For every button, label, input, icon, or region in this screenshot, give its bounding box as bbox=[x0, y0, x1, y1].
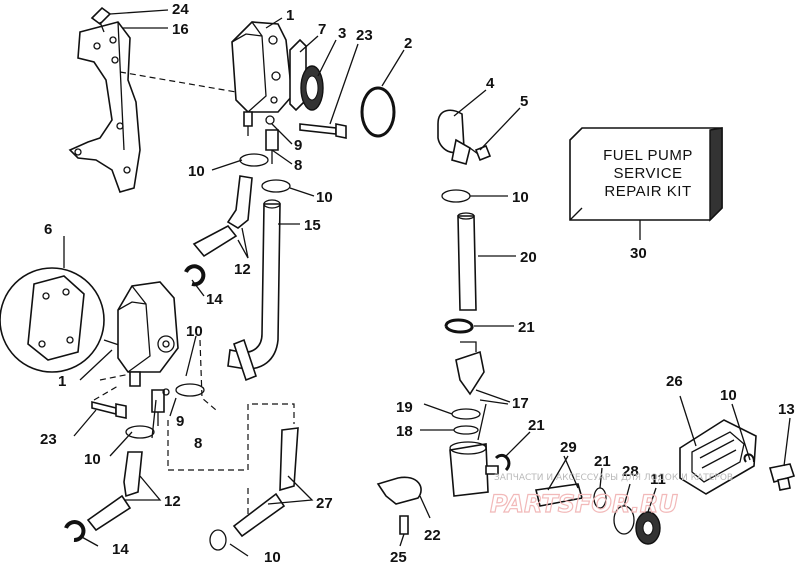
callout-15: 15 bbox=[304, 217, 321, 234]
hose-clamp bbox=[239, 153, 269, 167]
hose-elbow-lower bbox=[233, 338, 257, 382]
callout-23: 23 bbox=[40, 431, 57, 448]
callout-17: 17 bbox=[512, 395, 529, 412]
strap-screw bbox=[399, 515, 409, 535]
callout-9: 9 bbox=[294, 137, 302, 154]
callout-14: 14 bbox=[206, 291, 223, 308]
callout-12: 12 bbox=[164, 493, 181, 510]
connector-housing bbox=[449, 441, 499, 497]
o-ring-19 bbox=[451, 408, 481, 420]
hose-clamp bbox=[175, 383, 205, 397]
o-ring-large bbox=[360, 86, 396, 138]
callout-29: 29 bbox=[560, 439, 577, 456]
elbow-fitting-upper bbox=[265, 115, 279, 164]
watermark: ЗАПЧАСТИ И АКСЕССУАРЫ ДЛЯ ЛОДОК И КАТЕРО… bbox=[489, 473, 733, 519]
callout-18: 18 bbox=[396, 423, 413, 440]
callout-numbers: 24 16 1 7 3 23 2 4 5 9 8 10 10 10 15 12 … bbox=[40, 1, 795, 565]
detail-gasket-inset bbox=[0, 267, 123, 373]
callout-6: 6 bbox=[44, 221, 52, 238]
callout-1: 1 bbox=[286, 7, 294, 24]
callout-10: 10 bbox=[512, 189, 529, 206]
callout-14: 14 bbox=[112, 541, 129, 558]
callout-10: 10 bbox=[316, 189, 333, 206]
barb-fitting bbox=[768, 463, 796, 491]
mounting-bracket bbox=[68, 21, 141, 193]
leader-lines bbox=[63, 9, 791, 557]
elbow-fitting-lower bbox=[151, 388, 170, 426]
grommet-11 bbox=[635, 511, 661, 545]
hose-short-lower bbox=[123, 451, 143, 498]
callout-21: 21 bbox=[594, 453, 611, 470]
callout-27: 27 bbox=[316, 495, 333, 512]
callout-26: 26 bbox=[666, 373, 683, 390]
repair-kit-box: FUEL PUMP SERVICE REPAIR KIT bbox=[569, 127, 723, 222]
hose-long bbox=[227, 203, 281, 370]
hose-short-lower-2 bbox=[86, 494, 132, 532]
callout-21: 21 bbox=[528, 417, 545, 434]
callout-9: 9 bbox=[176, 413, 184, 430]
callout-8: 8 bbox=[294, 157, 302, 174]
callout-8: 8 bbox=[194, 435, 202, 452]
pump-screw-lower bbox=[91, 400, 127, 419]
callout-30: 30 bbox=[630, 245, 647, 262]
watermark-small: ЗАПЧАСТИ И АКСЕССУАРЫ ДЛЯ ЛОДОК И КАТЕРО… bbox=[494, 473, 733, 483]
hose-short-upper bbox=[226, 175, 253, 229]
pump-screw-upper bbox=[299, 123, 347, 139]
hose-clamp bbox=[441, 189, 471, 203]
callout-4: 4 bbox=[486, 75, 495, 92]
callout-1: 1 bbox=[58, 373, 66, 390]
hose-short-upper-2 bbox=[192, 224, 238, 258]
clip-21-b bbox=[494, 453, 511, 472]
hose-27-lower bbox=[232, 492, 286, 538]
callout-19: 19 bbox=[396, 399, 413, 416]
callout-12: 12 bbox=[234, 261, 251, 278]
callout-22: 22 bbox=[424, 527, 441, 544]
hose-29 bbox=[535, 483, 584, 507]
clip-upper bbox=[184, 264, 206, 287]
watermark-large: PARTSFOR.RU bbox=[490, 490, 678, 518]
kit-line-1: FUEL PUMP bbox=[603, 147, 693, 164]
fuel-tube bbox=[457, 215, 477, 311]
callout-10: 10 bbox=[84, 451, 101, 468]
callout-10: 10 bbox=[188, 163, 205, 180]
callout-16: 16 bbox=[172, 21, 189, 38]
callout-11: 11 bbox=[650, 471, 666, 488]
callout-10: 10 bbox=[720, 387, 737, 404]
fuel-connector bbox=[455, 341, 485, 396]
hose-clamp bbox=[209, 529, 227, 551]
diaphragm bbox=[300, 65, 324, 111]
callout-7: 7 bbox=[318, 21, 326, 38]
callout-21: 21 bbox=[518, 319, 535, 336]
callout-3: 3 bbox=[338, 25, 346, 42]
callout-28: 28 bbox=[622, 463, 639, 480]
o-ring-18 bbox=[453, 425, 479, 435]
callout-2: 2 bbox=[404, 35, 412, 52]
callout-10: 10 bbox=[186, 323, 203, 340]
clip-lower bbox=[64, 520, 86, 542]
callout-25: 25 bbox=[390, 549, 407, 565]
callout-5: 5 bbox=[520, 93, 528, 110]
primer-screw bbox=[469, 144, 492, 162]
hose-clamp bbox=[261, 179, 291, 193]
callout-24: 24 bbox=[172, 1, 189, 18]
fuel-filter bbox=[679, 419, 757, 495]
kit-line-2: SERVICE bbox=[613, 165, 682, 182]
clip-21-a bbox=[444, 318, 474, 334]
callout-23: 23 bbox=[356, 27, 373, 44]
kit-line-3: REPAIR KIT bbox=[604, 183, 691, 200]
hose-27-upper bbox=[279, 427, 299, 492]
fuel-pump-upper bbox=[231, 21, 293, 136]
hose-clamp bbox=[125, 425, 155, 439]
callout-20: 20 bbox=[520, 249, 537, 266]
primer-cap bbox=[437, 109, 471, 165]
callout-13: 13 bbox=[778, 401, 795, 418]
fuel-pump-lower bbox=[117, 281, 179, 387]
callout-10: 10 bbox=[264, 549, 281, 565]
hose-strap bbox=[376, 476, 422, 505]
